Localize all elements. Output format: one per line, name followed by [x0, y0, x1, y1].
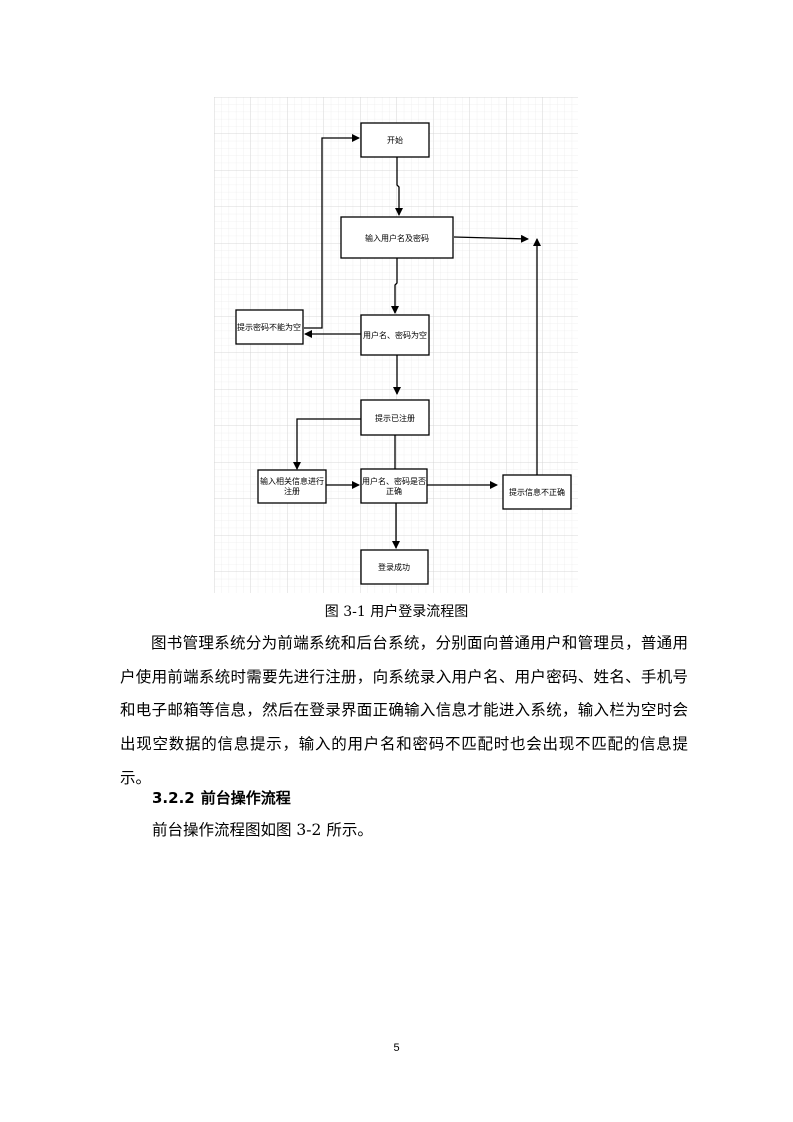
node-empty-check-label: 用户名、密码为空 [363, 330, 427, 340]
figure-caption: 图 3-1 用户登录流程图 [324, 604, 469, 620]
section-heading: 3.2.2 前台操作流程 [152, 787, 291, 808]
arrow-input-to-check [391, 257, 399, 314]
arrow-start-to-input [395, 157, 403, 216]
arrow-input-to-right [453, 234, 529, 243]
node-success [360, 549, 429, 585]
node-register [257, 469, 327, 504]
node-start [360, 122, 430, 158]
node-input [340, 216, 454, 259]
page-number: 5 [393, 1042, 400, 1054]
node-empty-check [360, 314, 430, 356]
body-paragraph: 图书管理系统分为前端系统和后台系统，分别面向普通用户和管理员，普通用户使用前端系… [120, 634, 688, 787]
node-register-label-line2: 注册 [284, 486, 300, 496]
node-input-label: 输入用户名及密码 [365, 233, 429, 243]
node-match-check-label-line1: 用户名、密码是否 [362, 476, 426, 486]
node-wrong-prompt-label: 提示信息不正确 [509, 487, 565, 497]
node-empty-prompt-label: 提示密码不能为空 [237, 322, 301, 332]
node-register-label-line1: 输入相关信息进行 [260, 476, 324, 486]
node-registered-prompt [360, 399, 430, 436]
arrow-registered-to-register [293, 418, 361, 470]
section-title: 前台操作流程 [200, 789, 291, 807]
node-match-check [360, 468, 428, 504]
login-flowchart: 开始 输入用户名及密码 用户名、密码为空 提示密码不能为空 提示已注册 输入相关… [214, 97, 578, 593]
node-success-label: 登录成功 [378, 562, 410, 572]
node-start-label: 开始 [387, 135, 403, 145]
arrow-prompt-to-start [304, 134, 360, 329]
node-match-check-label-line2: 正确 [386, 486, 402, 496]
node-empty-prompt [235, 309, 304, 345]
node-wrong-prompt [502, 474, 572, 510]
body-paragraph-2: 前台操作流程图如图 3-2 所示。 [152, 821, 373, 839]
section-number: 3.2.2 [152, 789, 195, 807]
connectors [293, 134, 541, 549]
node-registered-prompt-label: 提示已注册 [375, 413, 415, 423]
